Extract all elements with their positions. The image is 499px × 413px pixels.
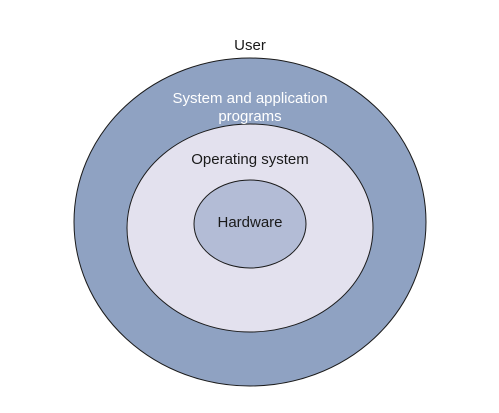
system-programs-label-line2: programs <box>218 108 282 125</box>
operating-system-label: Operating system <box>191 151 309 168</box>
hardware-label: Hardware <box>217 214 283 231</box>
system-programs-label: System and application programs <box>130 90 370 126</box>
system-programs-label-line1: System and application <box>172 90 328 107</box>
hardware-core <box>193 179 307 269</box>
user-label: User <box>234 37 266 54</box>
